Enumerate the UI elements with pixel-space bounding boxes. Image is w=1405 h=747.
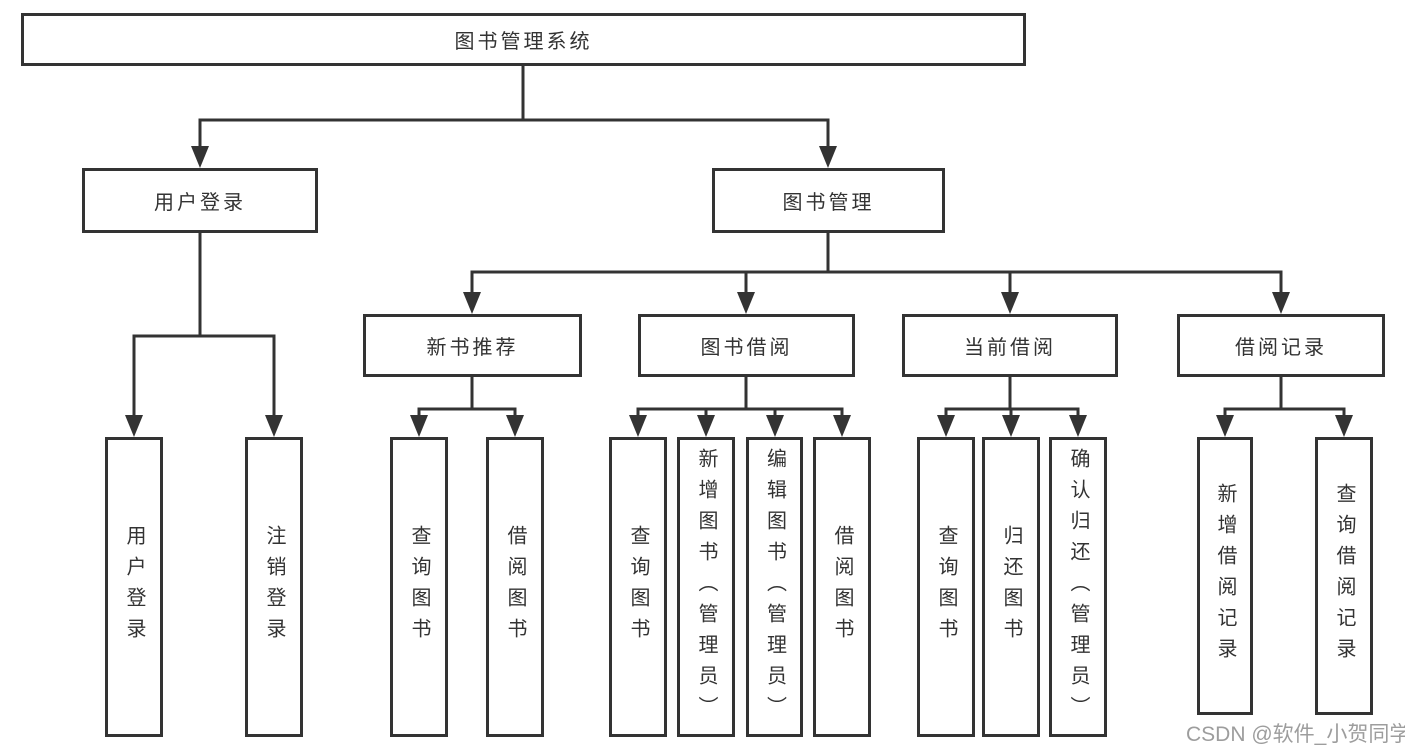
leaf-current-return-books: 归还图书 — [982, 437, 1040, 737]
node-book-management: 图书管理 — [712, 168, 945, 233]
node-user-login-label: 用户登录 — [154, 192, 246, 214]
arrowhead-icon — [463, 292, 481, 314]
leaf-current-confirm-return-admin: 确认归还（管理员） — [1049, 437, 1107, 737]
leaf-borrow-query-books-label: 查询图书 — [627, 525, 649, 649]
leaf-user-login: 用户登录 — [105, 437, 163, 737]
leaf-borrow-edit-books-admin-label: 编辑图书（管理员） — [763, 447, 786, 727]
node-current-borrow-label: 当前借阅 — [964, 337, 1056, 359]
arrowhead-icon — [1216, 415, 1234, 437]
leaf-newrec-query-books-label: 查询图书 — [408, 525, 430, 649]
node-book-borrow: 图书借阅 — [638, 314, 855, 377]
arrowhead-icon — [833, 415, 851, 437]
connector-borrow-to-leaves — [629, 375, 851, 437]
leaf-records-add-record-label: 新增借阅记录 — [1214, 483, 1236, 669]
node-book-borrow-label: 图书借阅 — [700, 337, 793, 359]
node-current-borrow: 当前借阅 — [902, 314, 1118, 377]
watermark: CSDN @软件_小贺同学 — [1186, 723, 1405, 746]
arrowhead-icon — [766, 415, 784, 437]
arrowhead-icon — [1272, 292, 1290, 314]
node-new-book-recommend: 新书推荐 — [363, 314, 582, 377]
arrowhead-icon — [1069, 415, 1087, 437]
leaf-newrec-borrow-books-label: 借阅图书 — [504, 525, 526, 649]
arrowhead-icon — [697, 415, 715, 437]
arrowhead-icon — [937, 415, 955, 437]
leaf-borrow-edit-books-admin: 编辑图书（管理员） — [746, 437, 803, 737]
leaf-records-add-record: 新增借阅记录 — [1197, 437, 1253, 715]
connector-newbooks-to-leaves — [410, 375, 524, 437]
arrowhead-icon — [191, 146, 209, 168]
node-borrow-records-label: 借阅记录 — [1235, 337, 1327, 359]
leaf-current-query-books-label: 查询图书 — [935, 525, 957, 649]
leaf-records-query-record-label: 查询借阅记录 — [1333, 483, 1355, 669]
leaf-borrow-add-books-admin: 新增图书（管理员） — [677, 437, 735, 737]
leaf-current-confirm-return-admin-label: 确认归还（管理员） — [1067, 447, 1089, 727]
arrowhead-icon — [1335, 415, 1353, 437]
arrowhead-icon — [506, 415, 524, 437]
connector-bookmgmt-to-level3 — [463, 231, 1290, 314]
leaf-borrow-add-books-admin-label: 新增图书（管理员） — [695, 447, 717, 727]
arrowhead-icon — [410, 415, 428, 437]
node-root: 图书管理系统 — [21, 13, 1026, 66]
leaf-current-return-books-label: 归还图书 — [1000, 525, 1022, 649]
leaf-borrow-query-books: 查询图书 — [609, 437, 667, 737]
leaf-logout: 注销登录 — [245, 437, 303, 737]
leaf-borrow-borrow-books: 借阅图书 — [813, 437, 871, 737]
arrowhead-icon — [737, 292, 755, 314]
node-user-login: 用户登录 — [82, 168, 318, 233]
arrowhead-icon — [1001, 292, 1019, 314]
leaf-records-query-record: 查询借阅记录 — [1315, 437, 1373, 715]
arrowhead-icon — [125, 415, 143, 437]
connector-root-to-level2 — [191, 64, 837, 168]
connector-userlogin-to-leaves — [125, 231, 283, 437]
leaf-borrow-borrow-books-label: 借阅图书 — [831, 525, 853, 649]
arrowhead-icon — [819, 146, 837, 168]
node-new-book-recommend-label: 新书推荐 — [426, 337, 519, 359]
leaf-user-login-label: 用户登录 — [123, 525, 145, 649]
arrowhead-icon — [629, 415, 647, 437]
leaf-newrec-borrow-books: 借阅图书 — [486, 437, 544, 737]
node-root-label: 图书管理系统 — [454, 31, 593, 53]
leaf-newrec-query-books: 查询图书 — [390, 437, 448, 737]
arrowhead-icon — [265, 415, 283, 437]
node-borrow-records: 借阅记录 — [1177, 314, 1385, 377]
leaf-current-query-books: 查询图书 — [917, 437, 975, 737]
arrowhead-icon — [1002, 415, 1020, 437]
connector-current-to-leaves — [937, 375, 1087, 437]
node-book-management-label: 图书管理 — [782, 192, 875, 214]
leaf-logout-label: 注销登录 — [263, 525, 285, 649]
connector-records-to-leaves — [1216, 375, 1353, 437]
